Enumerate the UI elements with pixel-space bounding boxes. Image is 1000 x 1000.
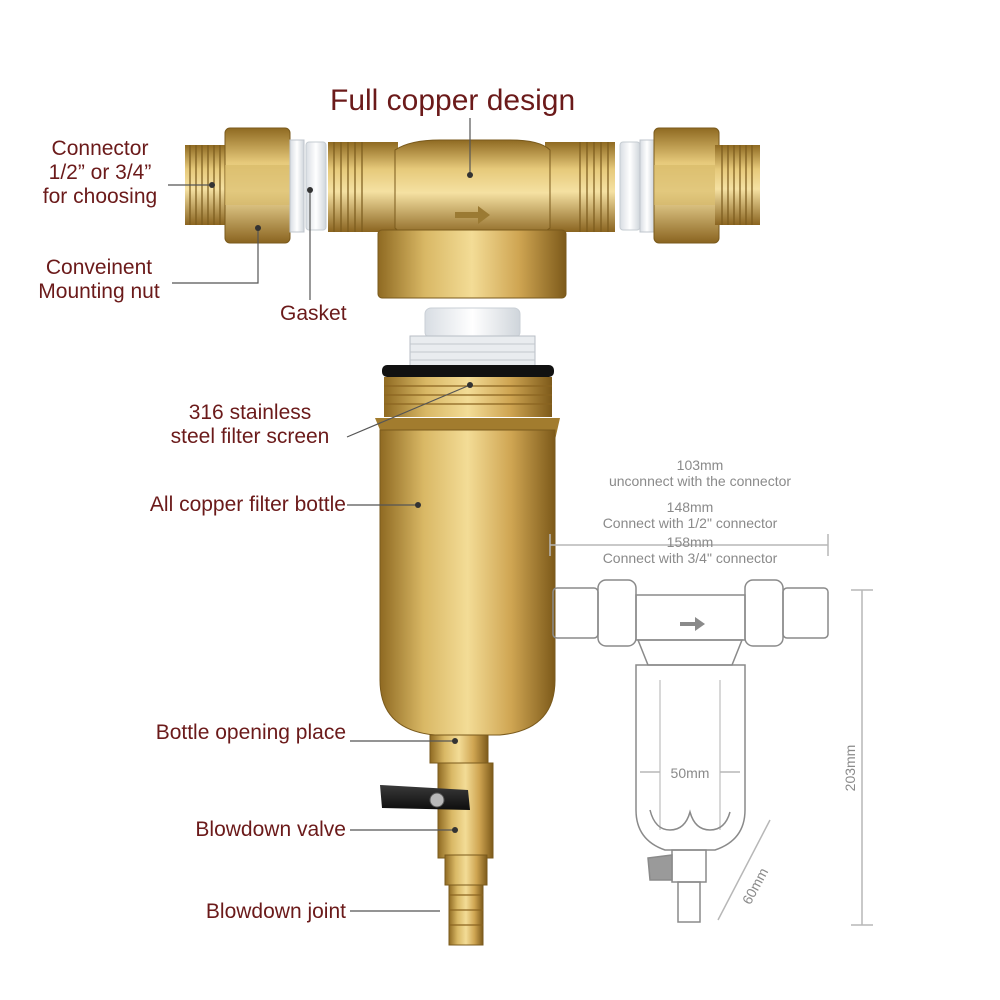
- dimension-148: 148mm Connect with 1/2" connector: [560, 499, 820, 531]
- connector-label-line3: for choosing: [42, 185, 158, 208]
- mounting-nut-label: Conveinent Mounting nut: [20, 256, 178, 304]
- dimension-148-note: Connect with 1/2" connector: [602, 515, 778, 531]
- gasket-label: Gasket: [280, 302, 347, 325]
- filter-screen-label-line2: steel filter screen: [170, 425, 330, 448]
- dimension-103-value: 103mm: [676, 457, 724, 473]
- dimension-158-value: 158mm: [666, 534, 714, 550]
- mounting-nut-label-line1: Conveinent: [45, 256, 153, 279]
- filter-screen: [409, 307, 536, 367]
- dimension-203: 203mm: [842, 744, 858, 792]
- left-connector: [185, 127, 327, 244]
- dimension-103: 103mm unconnect with the connector: [560, 457, 840, 489]
- dimension-158: 158mm Connect with 3/4" connector: [560, 534, 820, 566]
- connector-label: Connector 1/2” or 3/4” for choosing: [30, 137, 170, 209]
- bottle-opening-label: Bottle opening place: [155, 721, 346, 744]
- connector-label-line2: 1/2” or 3/4”: [48, 161, 152, 184]
- dimension-158-note: Connect with 3/4" connector: [602, 550, 778, 566]
- dimension-148-value: 148mm: [666, 499, 714, 515]
- tee-body: [328, 139, 615, 299]
- filter-bottle: [375, 365, 560, 764]
- dimension-103-note: unconnect with the connector: [608, 473, 792, 489]
- technical-drawing: [549, 534, 873, 926]
- connector-label-line1: Connector: [51, 137, 149, 160]
- blowdown-valve-label: Blowdown valve: [195, 818, 346, 841]
- filter-screen-label: 316 stainless steel filter screen: [150, 401, 350, 449]
- mounting-nut-label-line2: Mounting nut: [38, 280, 160, 303]
- filter-bottle-label: All copper filter bottle: [149, 493, 346, 516]
- right-connector: [619, 127, 760, 244]
- dimension-50: 50mm: [670, 765, 710, 781]
- blowdown-joint-label: Blowdown joint: [205, 900, 346, 923]
- filter-screen-label-line1: 316 stainless: [188, 401, 312, 424]
- leader-dots: [209, 172, 473, 833]
- page-title: Full copper design: [330, 84, 576, 117]
- blowdown-valve-art: [380, 762, 494, 946]
- leader-lines: [168, 118, 471, 912]
